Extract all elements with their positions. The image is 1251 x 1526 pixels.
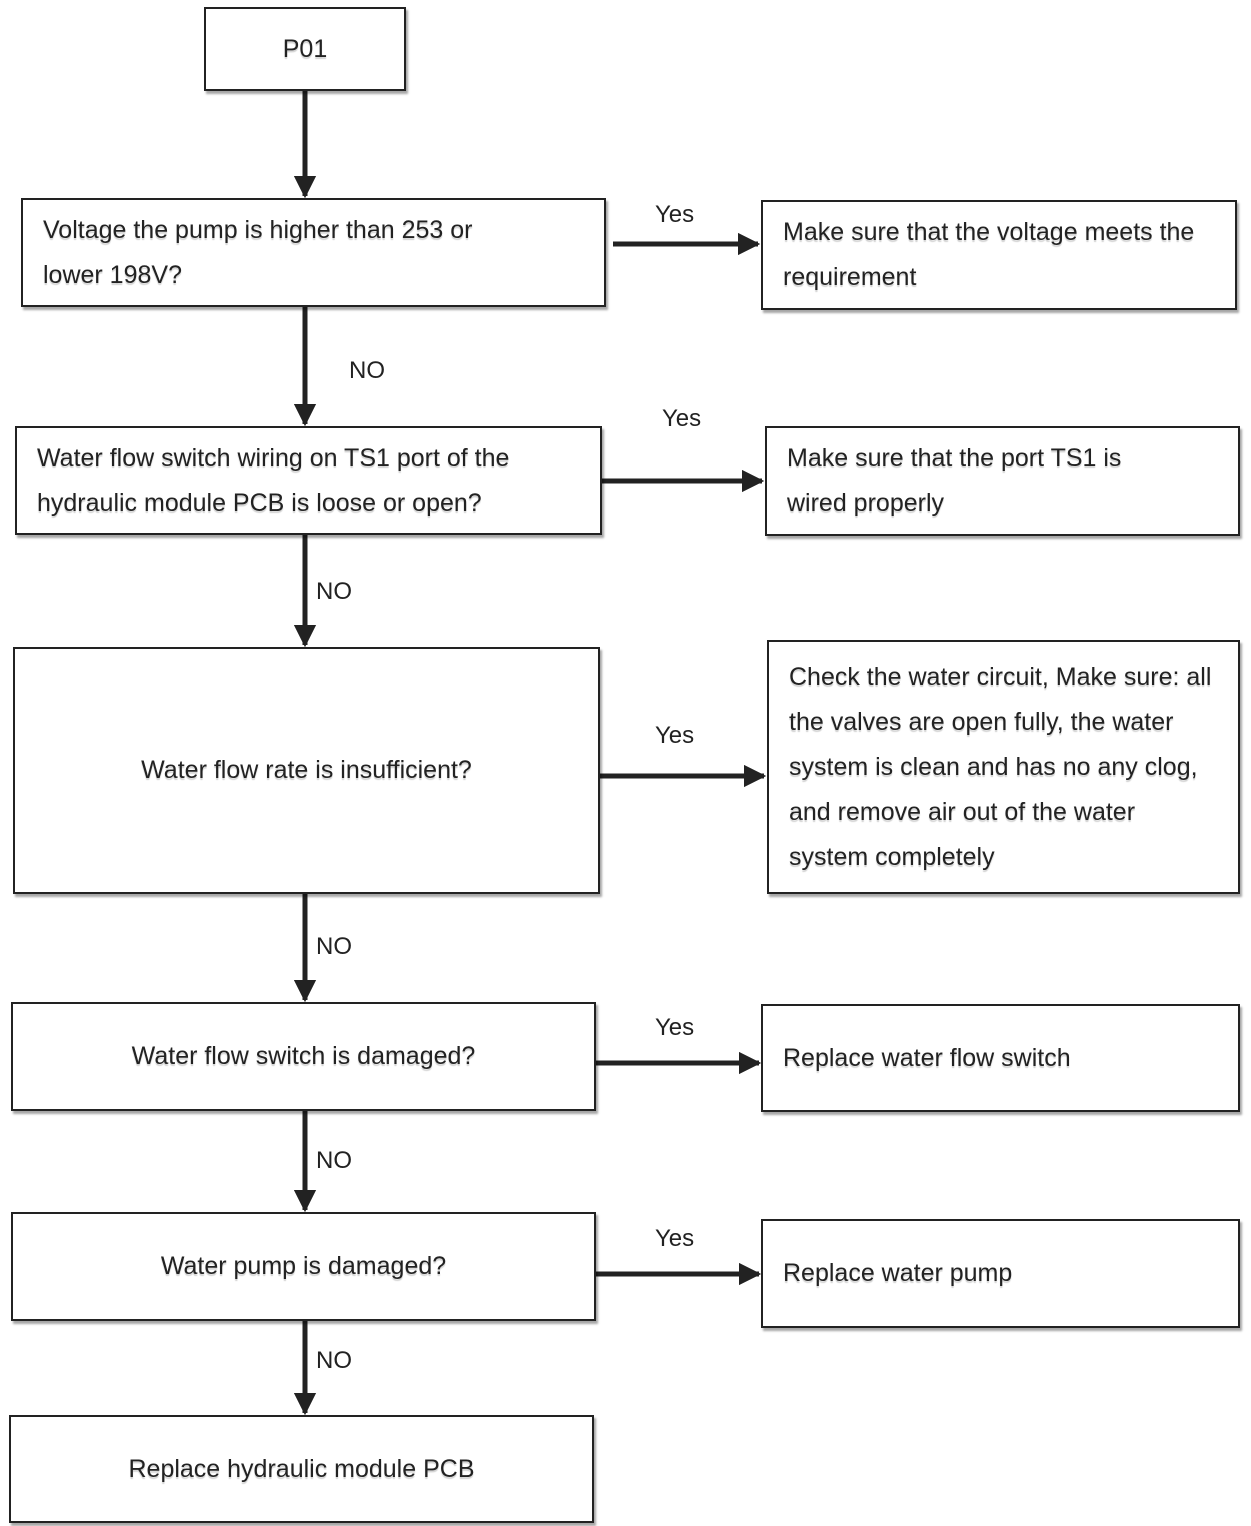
step3-yes-label: Yes bbox=[655, 722, 695, 749]
step5-action-box: Replace water pump bbox=[761, 1219, 1240, 1328]
step4-question: Water flow switch is damaged? bbox=[131, 1042, 476, 1070]
step5-no-label: NO bbox=[316, 1347, 352, 1374]
end-node: Replace hydraulic module PCB bbox=[9, 1415, 594, 1523]
step3-action: Check the water circuit, Make sure: all … bbox=[789, 662, 1212, 871]
step2-question-box: Water flow switch wiring on TS1 port of … bbox=[15, 426, 602, 535]
step4-yes-label: Yes bbox=[655, 1014, 695, 1041]
step1-question: Voltage the pump is higher than 253 or l… bbox=[43, 215, 473, 289]
step1-action-box: Make sure that the voltage meets the req… bbox=[761, 200, 1237, 310]
step3-question-box: Water flow rate is insufficient? bbox=[13, 647, 600, 894]
step4-action-box: Replace water flow switch bbox=[761, 1004, 1240, 1112]
step3-no-label: NO bbox=[316, 933, 352, 960]
step3-action-box: Check the water circuit, Make sure: all … bbox=[767, 640, 1240, 894]
step5-action: Replace water pump bbox=[783, 1259, 1013, 1287]
step1-question-box: Voltage the pump is higher than 253 or l… bbox=[21, 198, 606, 307]
step2-question: Water flow switch wiring on TS1 port of … bbox=[37, 443, 510, 517]
step5-question-box: Water pump is damaged? bbox=[11, 1212, 596, 1321]
step2-no-label: NO bbox=[316, 578, 352, 605]
step2-yes-label: Yes bbox=[662, 405, 702, 432]
step4-question-box: Water flow switch is damaged? bbox=[11, 1002, 596, 1111]
step5-question: Water pump is damaged? bbox=[160, 1252, 447, 1280]
step4-action: Replace water flow switch bbox=[783, 1043, 1071, 1072]
step1-action: Make sure that the voltage meets the req… bbox=[783, 218, 1195, 291]
step1-no-label: NO bbox=[349, 357, 385, 384]
start-label: P01 bbox=[282, 34, 328, 63]
start-node: P01 bbox=[204, 7, 406, 91]
step5-yes-label: Yes bbox=[655, 1225, 695, 1252]
end-label: Replace hydraulic module PCB bbox=[128, 1454, 475, 1483]
step1-yes-label: Yes bbox=[655, 201, 695, 228]
step4-no-label: NO bbox=[316, 1147, 352, 1174]
step3-question: Water flow rate is insufficient? bbox=[141, 756, 472, 784]
step2-action: Make sure that the port TS1 is wired pro… bbox=[787, 444, 1122, 517]
step2-action-box: Make sure that the port TS1 is wired pro… bbox=[765, 426, 1240, 536]
